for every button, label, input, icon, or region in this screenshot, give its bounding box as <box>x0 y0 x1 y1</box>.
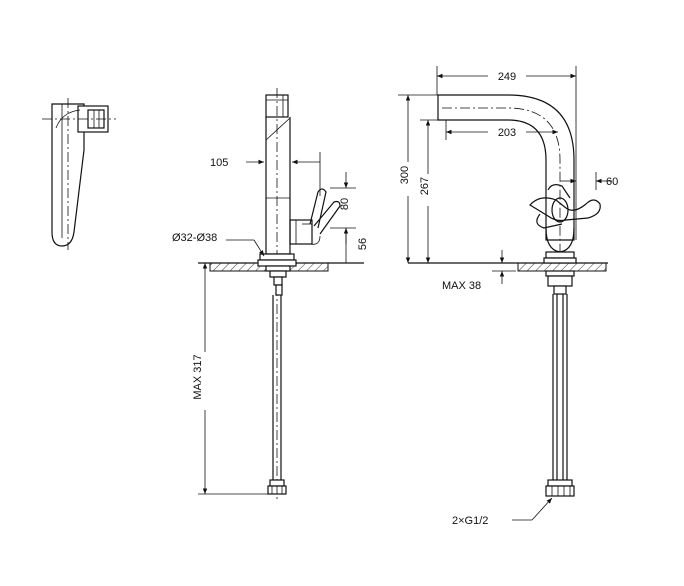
dimension-267-label: 267 <box>419 177 431 195</box>
dimension-60-label: 60 <box>606 176 618 188</box>
dimension-203-label: 203 <box>498 127 516 139</box>
dimension-56: 56 <box>345 228 369 263</box>
dimension-60: 60 <box>560 172 618 190</box>
side-view-faucet <box>257 88 341 500</box>
dimension-hole-diameter-label: Ø32-Ø38 <box>172 232 217 244</box>
dimension-max317-label: MAX 317 <box>192 354 204 399</box>
dimension-300-label: 300 <box>399 166 411 184</box>
dimension-105: 105 <box>210 152 321 196</box>
dimension-56-label: 56 <box>357 238 369 250</box>
dimension-max38: MAX 38 <box>442 250 516 292</box>
dimension-80-label: 80 <box>339 198 351 210</box>
dimension-hole-diameter: Ø32-Ø38 <box>172 232 265 257</box>
dimension-max38-label: MAX 38 <box>442 280 481 292</box>
dimension-203: 203 <box>446 127 558 139</box>
top-view-faucet <box>42 98 116 250</box>
front-view-faucet <box>437 94 601 497</box>
dimension-max317: MAX 317 <box>192 262 268 495</box>
dimension-249: 249 <box>436 66 577 240</box>
connection-label: 2×G1/2 <box>452 515 488 527</box>
dimension-105-label: 105 <box>210 157 228 169</box>
dimension-80: 80 <box>330 172 356 244</box>
countertop-right <box>408 262 608 272</box>
dimension-249-label: 249 <box>498 71 516 83</box>
connection-callout: 2×G1/2 <box>452 497 553 527</box>
dimension-300: 300 <box>398 94 438 263</box>
dimension-267: 267 <box>419 119 438 263</box>
